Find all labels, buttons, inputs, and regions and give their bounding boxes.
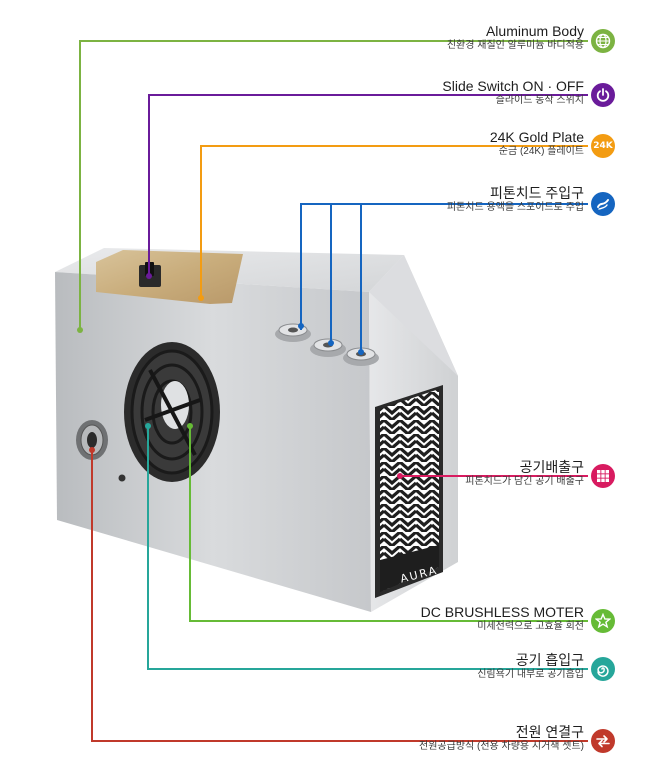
callout-title: Aluminum Body xyxy=(485,23,584,39)
gold-24k-icon: 24K xyxy=(591,134,615,158)
leader-power xyxy=(91,450,588,742)
callout-title: DC BRUSHLESS MOTER xyxy=(420,604,584,620)
air-purifier-device: AURA xyxy=(55,248,458,612)
callout-subtitle: 피톤치드가 담긴 공기 배출구 xyxy=(465,476,584,487)
callout-subtitle: 미세전력으로 고효율 회전 xyxy=(477,621,584,632)
star-icon xyxy=(591,609,615,633)
callout-phytoncide-inlet: 피톤치드 주입구 피톤치드 용액을 스포이드로 주입 xyxy=(447,185,584,214)
callout-title: 공기배출구 xyxy=(519,459,584,475)
callout-power-connector: 전원 연결구 전원공급방식 (전용 차량용 시거잭 셋트) xyxy=(419,724,584,753)
leader-gold xyxy=(200,145,588,298)
globe-icon xyxy=(591,29,615,53)
swap-arrows-icon xyxy=(591,729,615,753)
callout-title: 24K Gold Plate xyxy=(489,129,584,145)
leader-intake xyxy=(147,426,588,670)
exhaust-vent: AURA xyxy=(375,385,443,598)
swirl-icon xyxy=(591,657,615,681)
leader-lines xyxy=(77,40,588,742)
callout-subtitle: 신림욕기 내부로 공기흡입 xyxy=(477,669,584,680)
fan-intake xyxy=(124,342,220,482)
callout-title: Slide Switch ON · OFF xyxy=(442,78,584,94)
callout-dc-motor: DC BRUSHLESS MOTER 미세전력으로 고효율 회전 xyxy=(421,604,584,633)
callout-aluminum-body: Aluminum Body 친환경 재질인 알루미늄 바디적용 xyxy=(447,23,584,52)
power-jack xyxy=(76,420,108,460)
callout-gold-plate: 24K Gold Plate 순금 (24K) 플레이트 xyxy=(490,129,584,158)
gold-plate xyxy=(96,250,243,304)
callout-title: 전원 연결구 xyxy=(515,724,584,740)
dropper-icon xyxy=(591,192,615,216)
callout-subtitle: 친환경 재질인 알루미늄 바디적용 xyxy=(446,40,584,51)
callout-subtitle: 피톤치드 용액을 스포이드로 주입 xyxy=(446,202,584,213)
callout-title: 피톤치드 주입구 xyxy=(489,185,584,201)
callout-air-exhaust: 공기배출구 피톤치드가 담긴 공기 배출구 xyxy=(465,459,584,488)
leader-switch xyxy=(148,94,588,276)
callout-air-intake: 공기 흡입구 신림욕기 내부로 공기흡입 xyxy=(477,652,584,681)
leader-aluminum xyxy=(79,40,588,330)
grid-vent-icon xyxy=(591,464,615,488)
callout-subtitle: 슬라이드 동작 스위치 xyxy=(495,95,584,106)
callout-subtitle: 전원공급방식 (전용 차량용 시거잭 셋트) xyxy=(419,741,584,752)
phytoncide-ports xyxy=(275,323,379,366)
leader-ports xyxy=(300,203,588,355)
power-icon xyxy=(591,83,615,107)
leader-motor xyxy=(189,426,588,622)
callout-title: 공기 흡입구 xyxy=(515,652,584,668)
callout-subtitle: 순금 (24K) 플레이트 xyxy=(498,146,584,157)
callout-slide-switch: Slide Switch ON · OFF 슬라이드 동작 스위치 xyxy=(442,78,584,107)
